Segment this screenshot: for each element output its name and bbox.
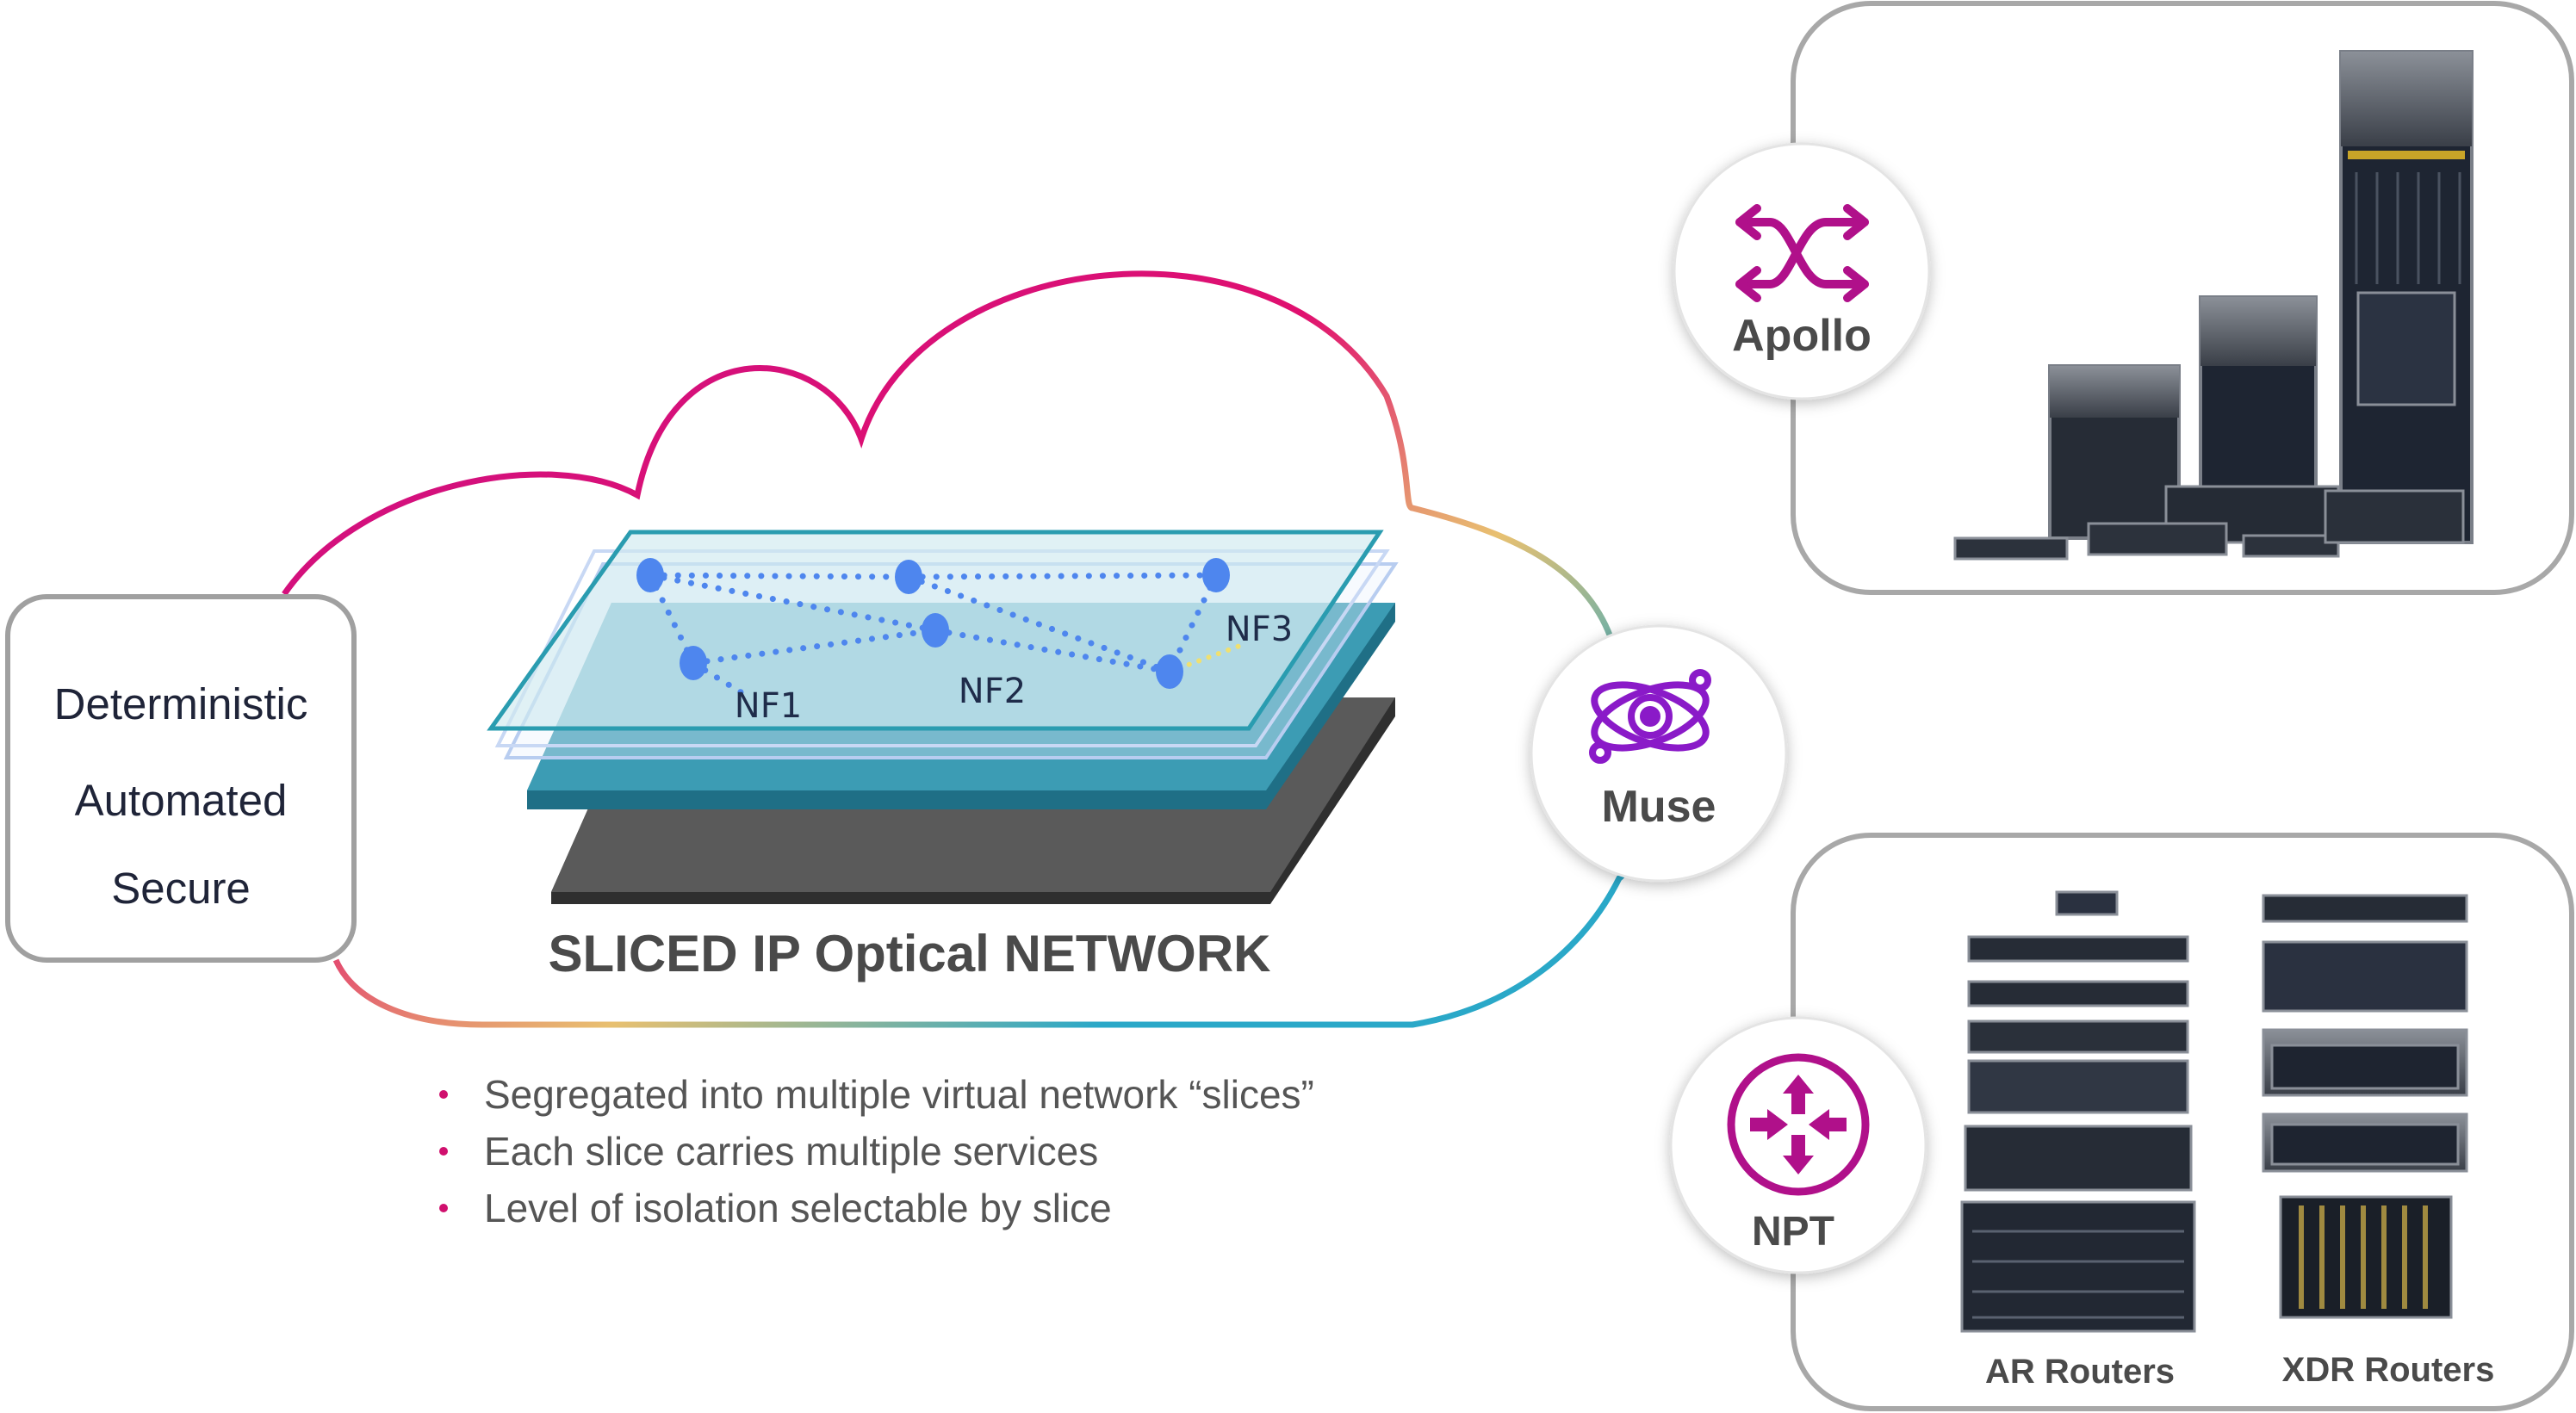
- node-4: [680, 646, 707, 680]
- muse-label: Muse: [1602, 782, 1716, 832]
- network-title: SLICED IP Optical NETWORK: [549, 925, 1271, 982]
- apollo-label: Apollo: [1732, 311, 1871, 361]
- xdr-routers-image: [2262, 894, 2468, 1319]
- node-2: [895, 560, 922, 594]
- xdr-routers-label: XDR Routers: [2282, 1351, 2495, 1389]
- attribute-automated: Automated: [74, 776, 288, 825]
- attribute-deterministic: Deterministic: [53, 679, 308, 728]
- bullet-item: Each slice carries multiple services: [439, 1123, 1314, 1180]
- bullet-dot: [439, 1147, 448, 1156]
- nf2-label: NF2: [959, 672, 1026, 711]
- bullet-dot: [439, 1204, 448, 1212]
- link-d: [932, 627, 1173, 675]
- node-5: [922, 613, 949, 648]
- network-nodes: [636, 558, 1230, 689]
- muse-badge: [1530, 624, 1788, 883]
- bullet-item: Segregated into multiple virtual network…: [439, 1066, 1314, 1123]
- node-3: [1202, 558, 1230, 592]
- feature-bullet-list: Segregated into multiple virtual network…: [439, 1066, 1314, 1236]
- npt-label: NPT: [1752, 1209, 1834, 1255]
- node-1: [636, 558, 664, 592]
- ar-routers-label: AR Routers: [1985, 1353, 2175, 1391]
- link-a: [647, 572, 912, 580]
- nf1-label: NF1: [735, 686, 802, 726]
- bullet-text: Segregated into multiple virtual network…: [484, 1072, 1314, 1117]
- orbit-gear-icon: [1589, 669, 1711, 764]
- link-h: [1166, 572, 1220, 675]
- link-nf1: [690, 660, 746, 697]
- link-b: [905, 572, 1220, 580]
- cloud-outline: [282, 270, 1648, 1028]
- nf3-label: NF3: [1226, 610, 1293, 649]
- apollo-equipment-image: [1953, 50, 2474, 561]
- link-e: [690, 627, 939, 666]
- crossing-arrows-icon: [1735, 204, 1869, 302]
- bullet-text: Level of isolation selectable by slice: [484, 1186, 1112, 1230]
- router-arrows-icon: [1727, 1053, 1870, 1196]
- bullet-item: Level of isolation selectable by slice: [439, 1180, 1314, 1236]
- node-6: [1156, 654, 1183, 689]
- link-nf3: [1167, 641, 1247, 674]
- bullet-text: Each slice carries multiple services: [484, 1129, 1099, 1174]
- ar-routers-image: [1960, 890, 2196, 1333]
- attribute-secure: Secure: [111, 864, 251, 913]
- bullet-dot: [439, 1090, 448, 1099]
- attributes-box: Deterministic Automated Secure: [5, 594, 357, 963]
- link-g: [905, 573, 1173, 675]
